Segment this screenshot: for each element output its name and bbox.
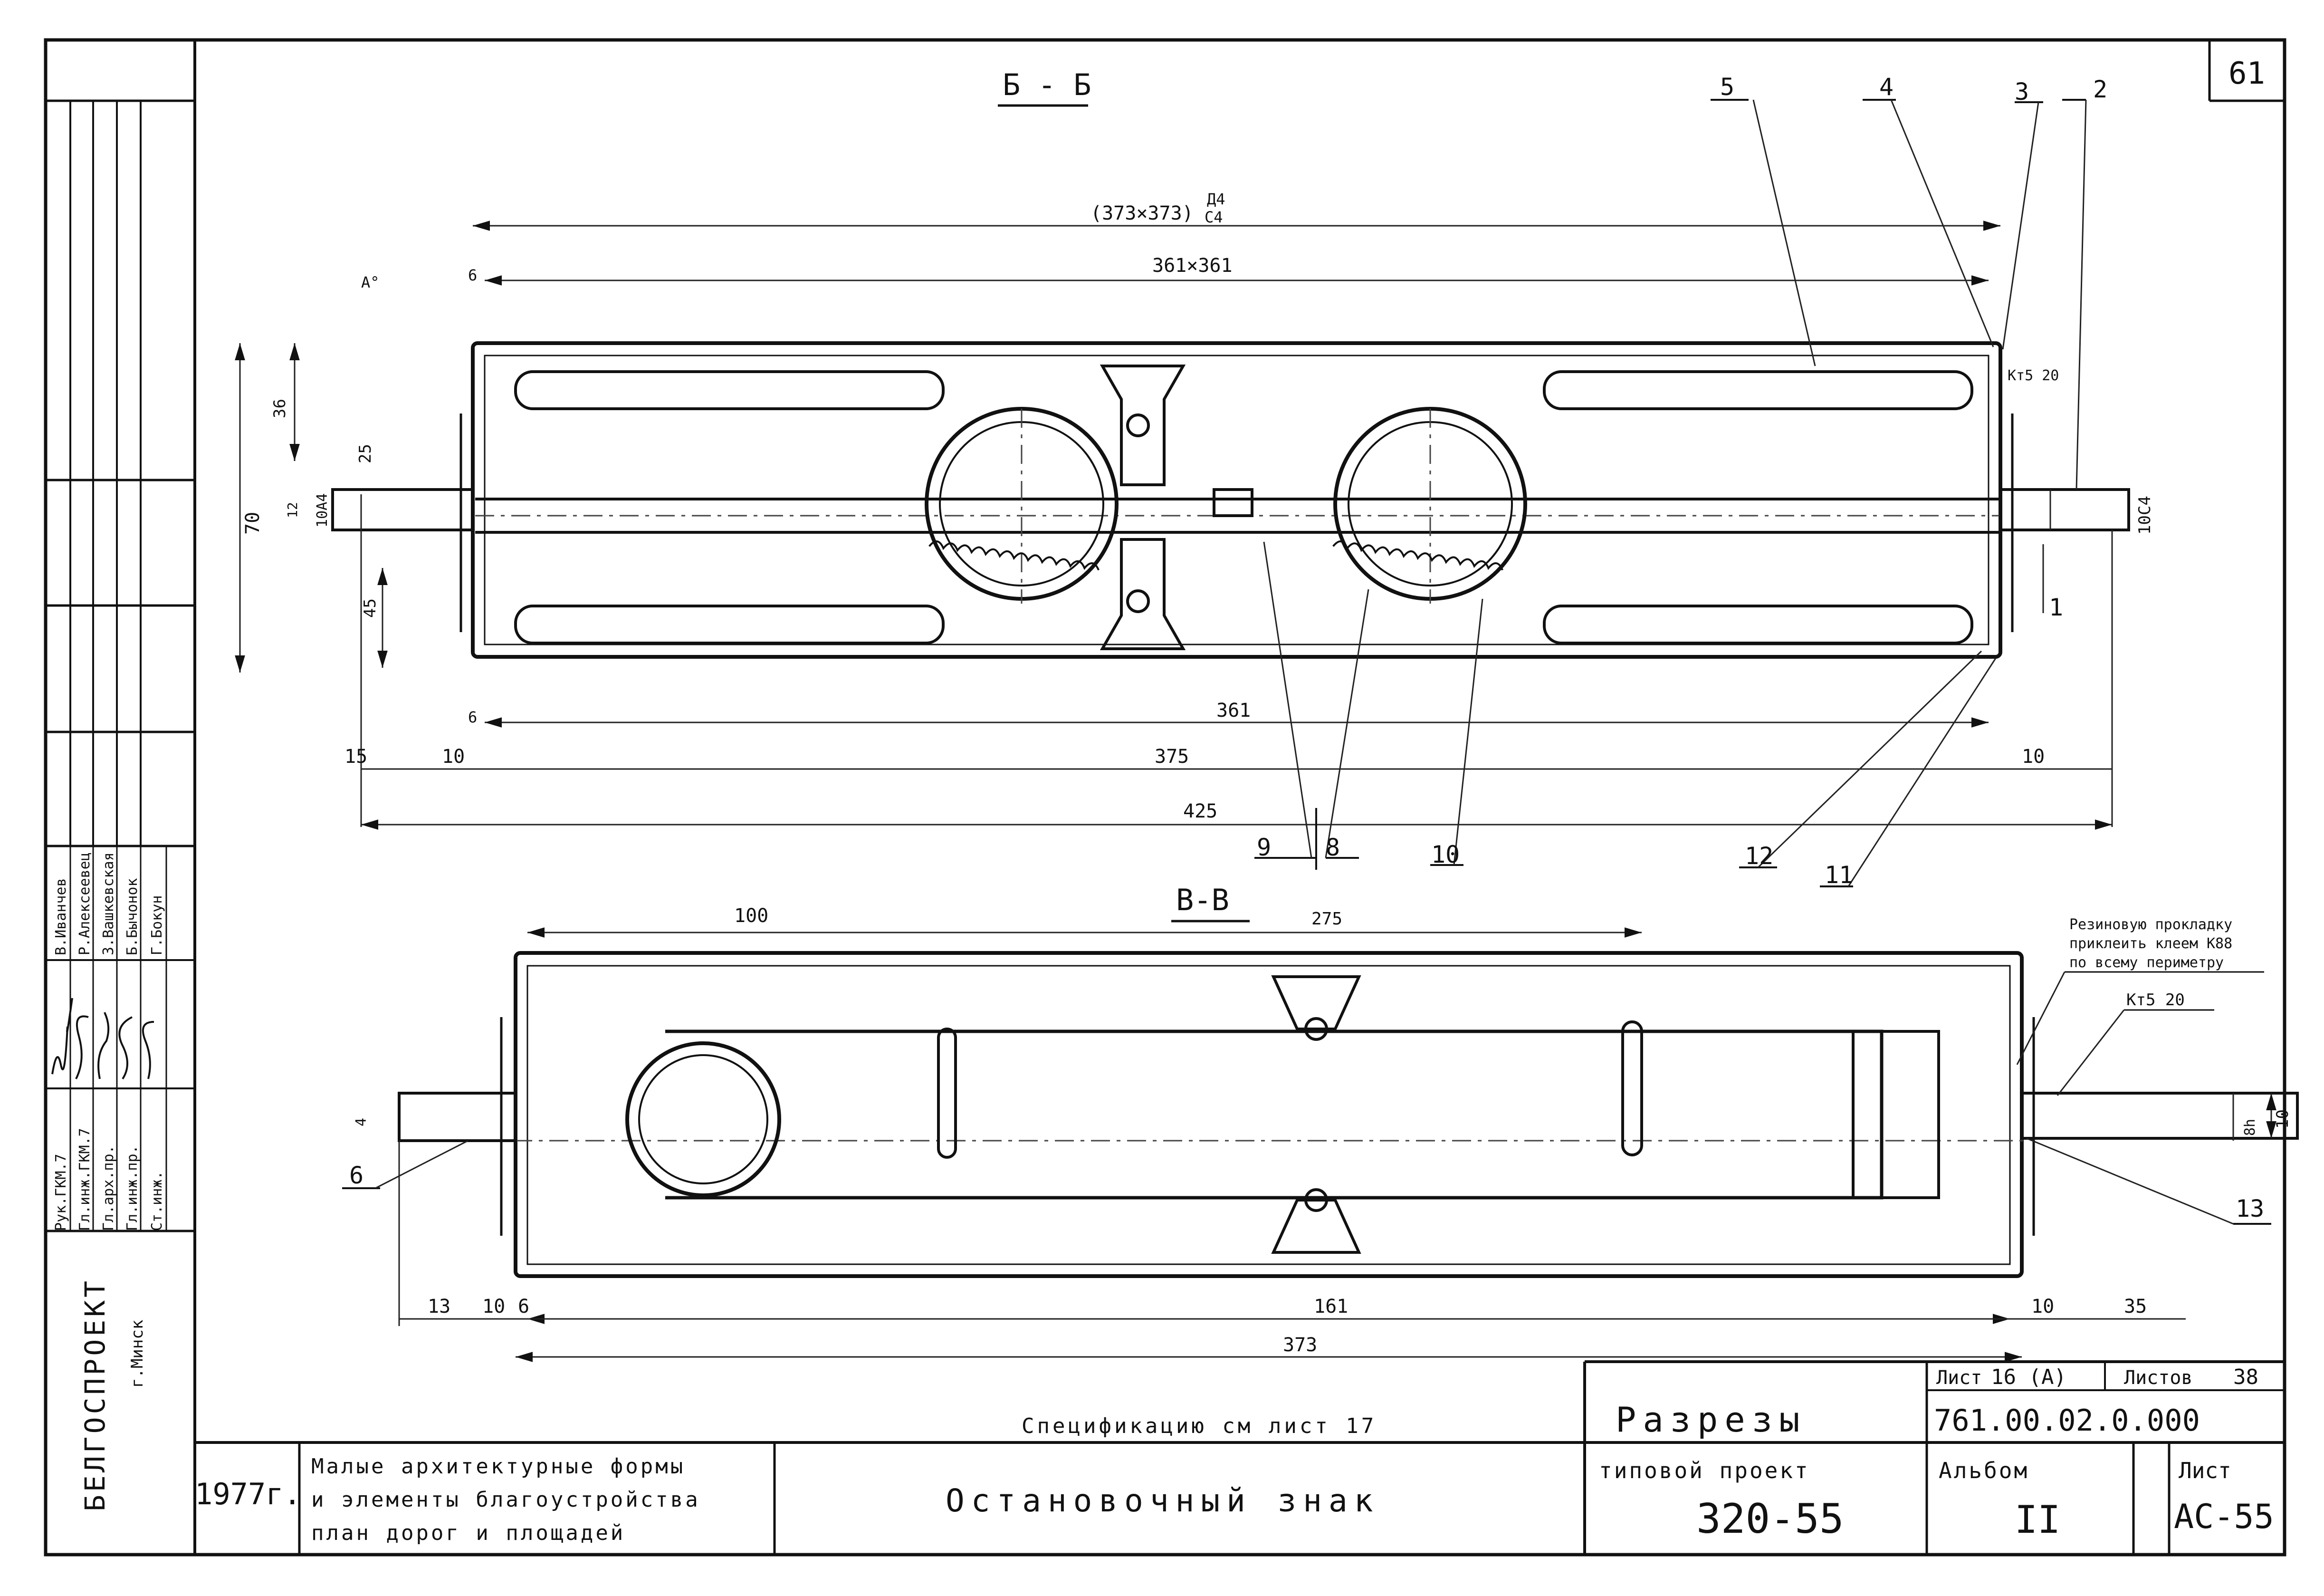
dim-13: 13: [428, 1296, 450, 1317]
section-vv-labels: 100 275 161 373 13 10 6 10 35 8h 10 4 Кт…: [342, 905, 2292, 1356]
dim-10-vertical: 10: [2273, 1109, 2292, 1129]
page-label: Лист: [2179, 1458, 2231, 1483]
sheet-number: 61: [2228, 56, 2265, 91]
callout-12: 12: [1745, 842, 1773, 870]
gasket-note-line-2: приклеить клеем К88: [2069, 935, 2232, 952]
dim-left-15: 15: [344, 746, 367, 768]
dim-10-right: 10: [2031, 1296, 2054, 1317]
dim-161: 161: [1314, 1296, 1348, 1317]
section-bb-title: Б - Б: [1003, 67, 1091, 102]
dim-right-10: 10: [2022, 746, 2045, 768]
year: 1977г.: [195, 1477, 301, 1511]
dim-height-70: 70: [242, 512, 264, 535]
object-name: Остановочный знак: [946, 1482, 1380, 1519]
callout-4: 4: [1879, 73, 1894, 101]
ref-a-label: А°: [361, 273, 380, 291]
callout-6: 6: [349, 1162, 363, 1189]
dim-height-12: 12: [285, 502, 300, 518]
callout-10: 10: [1431, 841, 1460, 868]
stamp-name: Р.Алексеевец: [77, 852, 93, 955]
drawing-designation: 761.00.02.0.000: [1934, 1403, 2200, 1438]
dim-10-left: 10: [482, 1296, 505, 1317]
series-title-line-3: план дорог и площадей: [311, 1521, 625, 1545]
callout-3: 3: [2015, 78, 2029, 106]
dim-100: 100: [734, 905, 768, 927]
org-name: БЕЛГОСПРОЕКТ: [79, 1278, 111, 1511]
dim-left-10: 10: [442, 746, 465, 768]
dim-6: 6: [518, 1296, 529, 1317]
stamp-role: Ст.инж.: [149, 1171, 165, 1231]
screw-note-vv: Кт5 20: [2126, 990, 2185, 1010]
dim-tube-right: 10С4: [2135, 496, 2154, 535]
dim-275: 275: [1311, 909, 1342, 929]
screw-note: Кт5 20: [2008, 367, 2059, 384]
dim-inner: 361×361: [1152, 255, 1233, 277]
callout-11: 11: [1825, 861, 1853, 889]
gasket-note-line-3: по всему периметру: [2069, 954, 2224, 971]
callout-5: 5: [1720, 73, 1734, 101]
stamp-name: З.Вашкевская: [100, 852, 117, 955]
dim-6-top: 6: [468, 266, 477, 284]
dim-373: 373: [1283, 1334, 1317, 1356]
signatures: [51, 998, 154, 1080]
sheets-total-label: Листов: [2124, 1367, 2193, 1389]
stamp-name: Г.Бокун: [149, 895, 165, 955]
org-city: г.Минск: [128, 1320, 147, 1388]
drawing-title: Разрезы: [1616, 1400, 1806, 1440]
section-vv: В-В: [398, 883, 2299, 1362]
dim-425: 425: [1183, 800, 1217, 822]
stamp-roles: Рук.ГКМ.7 Гл.инж.ГКМ.7 Гл.арх.пр. Гл.инж…: [53, 1128, 165, 1231]
dim-375: 375: [1155, 746, 1189, 768]
sheet-frame: [44, 38, 2286, 1557]
dim-6-bottom: 6: [468, 708, 477, 726]
sheets-total: 38: [2233, 1365, 2258, 1389]
dim-overall-tol-bottom: С4: [1205, 208, 1223, 226]
callout-13: 13: [2236, 1195, 2264, 1222]
stamp-role: Рук.ГКМ.7: [53, 1154, 69, 1231]
stamp-names: В.Иванчев Р.Алексеевец З.Вашкевская Б.Бы…: [53, 852, 165, 955]
dim-left-4: 4: [353, 1118, 370, 1126]
stamp-name: Б.Бычонок: [124, 878, 141, 955]
project-number: 320-55: [1696, 1495, 1844, 1543]
dim-8h: 8h: [2242, 1119, 2258, 1136]
stamp-name: В.Иванчев: [53, 878, 69, 955]
sheet-label: Лист: [1936, 1367, 1982, 1389]
specification-note: Спецификацию см лист 17: [1022, 1414, 1377, 1438]
sheet-list-number: 16 (А): [1991, 1365, 2066, 1389]
section-vv-title: В-В: [1176, 883, 1229, 917]
dim-height-25: 25: [356, 444, 375, 463]
dim-35: 35: [2124, 1296, 2147, 1317]
section-bb: Б - Б: [235, 67, 2130, 830]
stamp-role: Гл.инж.пр.: [124, 1145, 141, 1231]
callout-8: 8: [1326, 834, 1340, 861]
dim-height-45: 45: [361, 598, 380, 618]
stamp-role: Гл.инж.ГКМ.7: [77, 1128, 93, 1231]
callout-2: 2: [2093, 76, 2107, 103]
dim-361: 361: [1216, 700, 1251, 721]
album-number: II: [2015, 1498, 2060, 1542]
dim-overall-tol-top: Д4: [1207, 190, 1225, 208]
page-code: АС-55: [2174, 1497, 2274, 1536]
dim-height-36: 36: [270, 399, 289, 418]
callout-9: 9: [1257, 834, 1271, 861]
series-title-line-2: и элементы благоустройства: [311, 1488, 700, 1512]
gasket-note-line-1: Резиновую прокладку: [2069, 916, 2232, 933]
section-bb-labels: (373×373) Д4 С4 361×361 361 375 425 15 1…: [242, 73, 2154, 889]
stamp-role: Гл.арх.пр.: [100, 1145, 117, 1231]
dim-overall: (373×373): [1090, 202, 1194, 224]
project-label: типовой проект: [1599, 1458, 1810, 1483]
album-label: Альбом: [1939, 1458, 2029, 1483]
callout-1: 1: [2049, 594, 2063, 621]
dim-tube-left: 10А4: [314, 493, 331, 528]
series-title-line-1: Малые архитектурные формы: [311, 1454, 685, 1479]
side-stamp: [46, 99, 195, 1232]
